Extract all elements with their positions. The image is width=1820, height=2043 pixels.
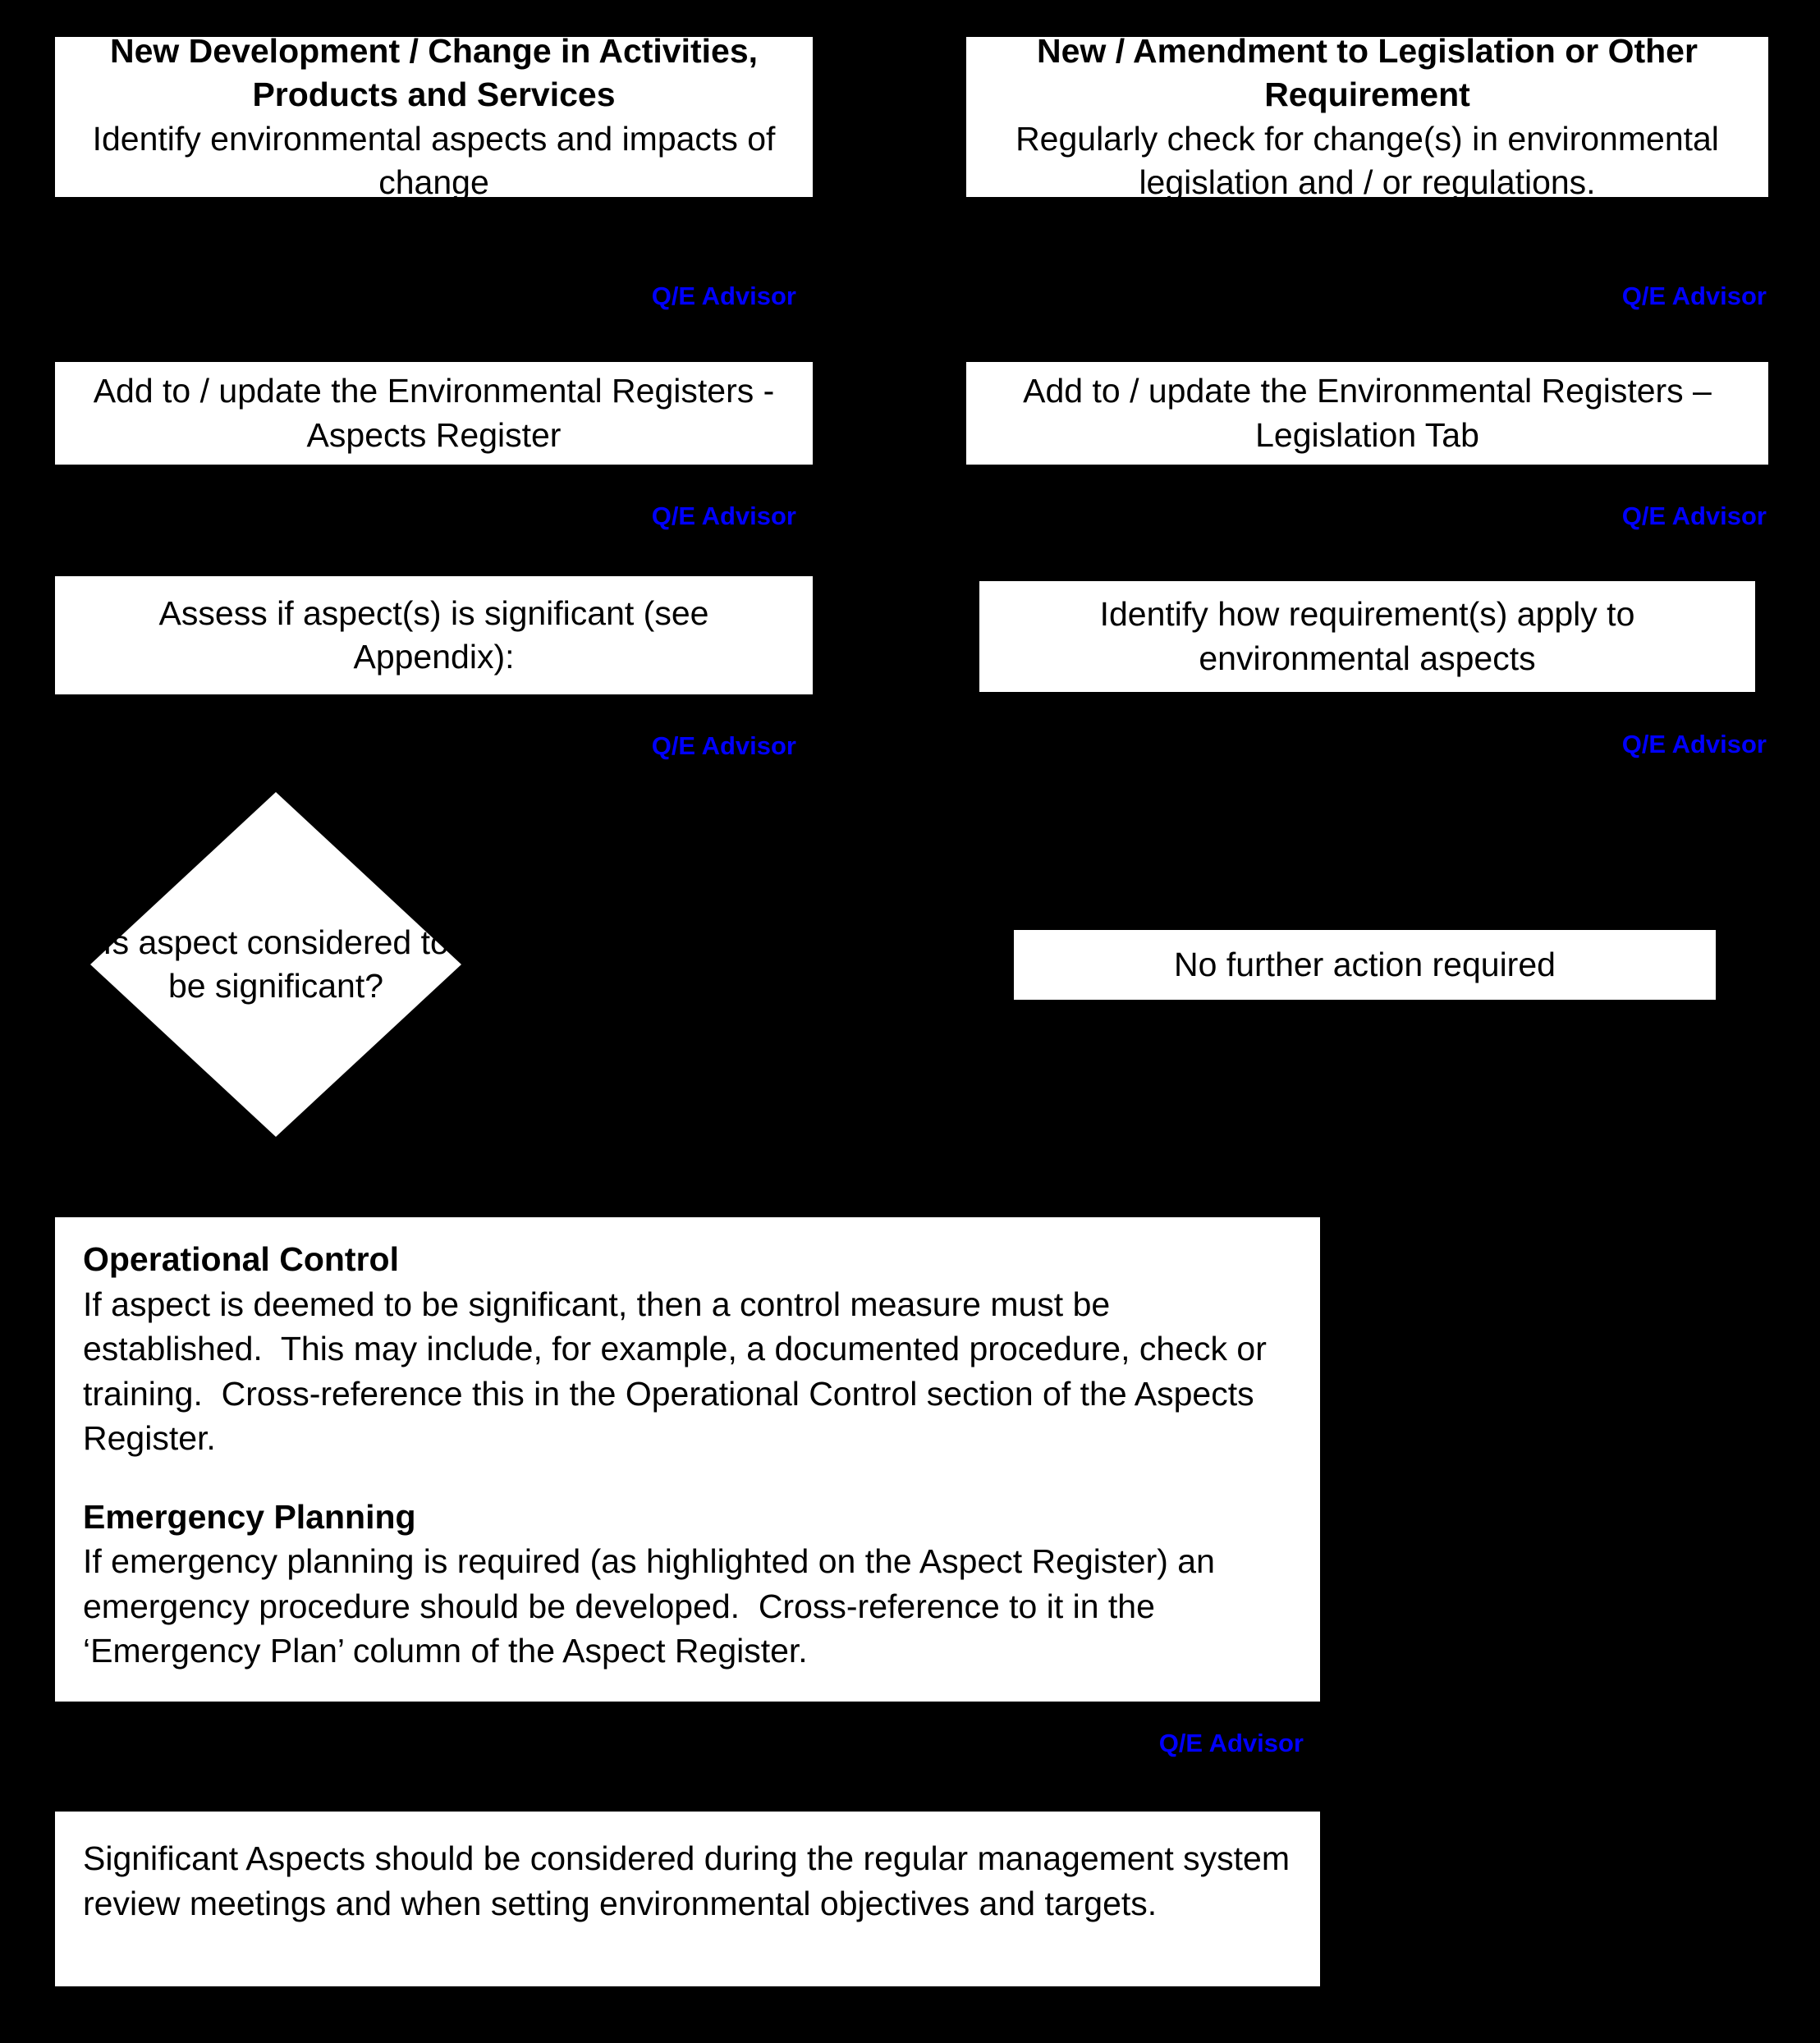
role-label-update-aspects-register: Q/E Advisor — [651, 502, 796, 530]
node-no-further-action-body: No further action required — [1174, 945, 1556, 983]
role-label-update-legislation-tab: Q/E Advisor — [1621, 502, 1767, 530]
node-identify-requirements-body: Identify how requirement(s) apply to env… — [1099, 595, 1635, 677]
role-label-new-development: Q/E Advisor — [651, 282, 796, 310]
operational-control-heading: Operational Control — [83, 1240, 399, 1278]
node-management-review[interactable]: Significant Aspects should be considered… — [55, 1812, 1320, 1986]
node-update-aspects-register-body: Add to / update the Environmental Regist… — [93, 372, 775, 454]
node-no-further-action[interactable]: No further action required — [1014, 930, 1716, 1000]
node-new-legislation[interactable]: New / Amendment to Legislation or Other … — [966, 32, 1768, 201]
node-operational-control[interactable]: Operational Control If aspect is deemed … — [55, 1217, 1320, 1702]
node-new-development[interactable]: New Development / Change in Activities, … — [55, 32, 813, 201]
node-assess-significance[interactable]: Assess if aspect(s) is significant (see … — [55, 576, 813, 694]
role-label-operational-control: Q/E Advisor — [1158, 1729, 1304, 1757]
node-new-legislation-title: New / Amendment to Legislation or Other … — [1037, 31, 1698, 114]
node-identify-requirements[interactable]: Identify how requirement(s) apply to env… — [979, 581, 1755, 692]
node-assess-significance-body: Assess if aspect(s) is significant (see … — [158, 593, 709, 676]
node-update-legislation-tab-body: Add to / update the Environmental Regist… — [1023, 372, 1712, 454]
role-label-new-legislation: Q/E Advisor — [1621, 282, 1767, 310]
operational-control-body: If aspect is deemed to be significant, t… — [83, 1285, 1277, 1458]
node-decision-significant[interactable]: Is aspect considered to be significant? — [90, 792, 461, 1137]
node-new-development-body: Identify environmental aspects and impac… — [92, 119, 776, 201]
node-update-legislation-tab[interactable]: Add to / update the Environmental Regist… — [966, 362, 1768, 465]
emergency-planning-body: If emergency planning is required (as hi… — [83, 1542, 1225, 1670]
management-review-body: Significant Aspects should be considered… — [83, 1839, 1300, 1922]
node-update-aspects-register[interactable]: Add to / update the Environmental Regist… — [55, 362, 813, 465]
role-label-identify-requirements: Q/E Advisor — [1621, 730, 1767, 758]
emergency-planning-heading: Emergency Planning — [83, 1497, 416, 1536]
panel-spacer — [83, 1461, 1292, 1495]
node-new-development-title: New Development / Change in Activities, … — [109, 31, 759, 114]
node-new-legislation-body: Regularly check for change(s) in environ… — [1015, 119, 1719, 201]
diamond-shape — [90, 792, 461, 1137]
role-label-assess-significance: Q/E Advisor — [651, 731, 796, 760]
